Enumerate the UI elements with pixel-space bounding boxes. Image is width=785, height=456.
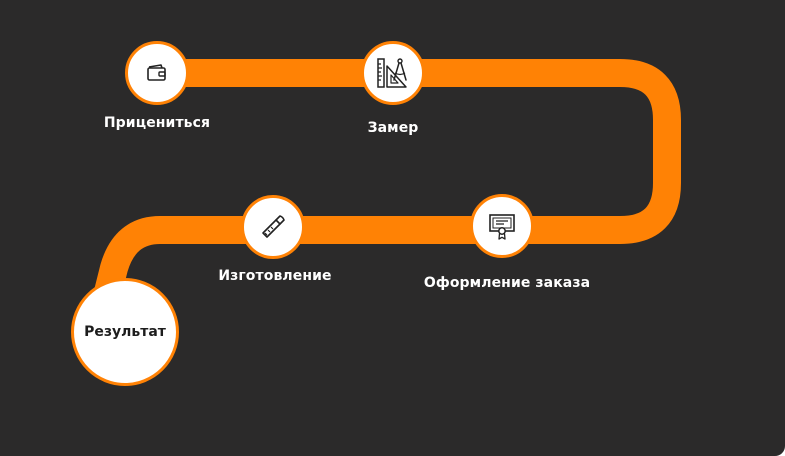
step-node-order <box>470 194 534 258</box>
step-node-measure <box>361 41 425 105</box>
step-node-price <box>125 41 189 105</box>
ruler-compass-icon <box>377 58 407 88</box>
result-node: Результат <box>71 278 179 386</box>
step-label-price: Прицениться <box>103 115 211 131</box>
certificate-icon <box>489 214 515 240</box>
wallet-icon <box>147 64 166 81</box>
result-label: Результат <box>84 324 166 340</box>
step-label-order: Оформление заказа <box>423 275 591 291</box>
saw-icon <box>262 215 285 238</box>
step-label-measure: Замер <box>367 120 419 136</box>
step-label-production: Изготовление <box>218 268 332 284</box>
step-node-production <box>241 195 305 259</box>
